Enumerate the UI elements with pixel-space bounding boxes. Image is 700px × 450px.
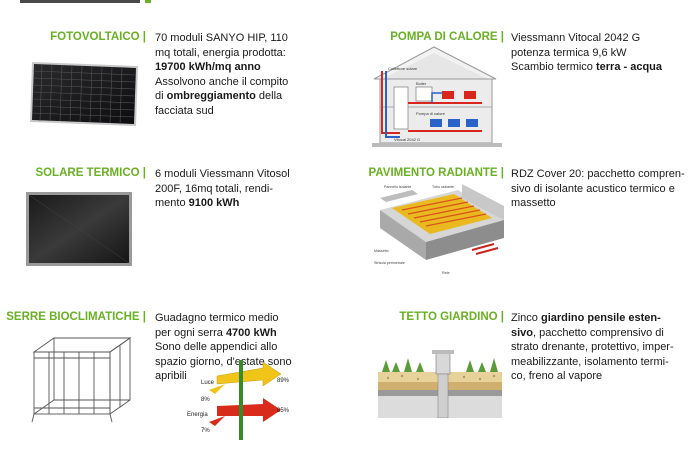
desc-text: Assolvono anche il compito — [155, 75, 289, 88]
desc-bold-text: 4700 kWh — [225, 326, 277, 339]
desc-line: Zinco giardino pensile esten- — [511, 311, 674, 326]
desc-text: Guadagno termico medio — [155, 312, 279, 324]
energia-in-value: 85% — [277, 408, 290, 414]
luce-in-value: 89% — [277, 378, 290, 384]
desc-text: co, freno al vapore — [511, 370, 603, 382]
desc-line: potenza termica 9,6 kW — [511, 46, 662, 61]
desc-line: sivo di isolante acustico termico e — [511, 182, 685, 197]
luce-reflect-arrow — [209, 384, 225, 394]
desc-line: facciata sud — [155, 104, 288, 119]
desc-line: 70 moduli SANYO HIP, 110 — [155, 31, 288, 46]
heat-pump-label-b: Boiler — [416, 81, 427, 86]
heat-pump-label-a: Collettore solare — [388, 66, 418, 71]
desc-text: Zinco — [511, 312, 541, 324]
energia-label: Energia — [187, 412, 208, 418]
floor-label-3: Massetto — [374, 249, 389, 253]
desc-text: 70 moduli SANYO HIP, 110 — [155, 32, 288, 44]
luce-out-value: 8% — [201, 397, 210, 403]
heat-pump-label-c: Pompa di calore — [416, 111, 446, 116]
desc-text: mq totali, energia prodotta: — [155, 46, 286, 59]
pv-panel-image — [30, 62, 138, 126]
desc-text: Scambio termico — [511, 61, 596, 73]
desc-text: potenza termica 9,6 kW — [511, 46, 627, 59]
desc-line: 19700 kWh/mq anno — [155, 60, 288, 75]
desc-line: strato drenante, protettivo, imper- — [511, 340, 674, 355]
energia-out-value: 7% — [201, 428, 210, 434]
desc-text: 200F, 16mq totali, rendi- — [155, 182, 274, 195]
energy-gain-diagram: Luce Energia 89% 8% 85% 7% — [187, 360, 290, 440]
desc-serre-bioclimatiche: Guadagno termico medio per ogni serra 470… — [155, 311, 292, 384]
desc-line: di ombreggiamento della — [155, 89, 288, 104]
desc-tetto-giardino: Zinco giardino pensile esten-sivo, pacch… — [511, 311, 674, 384]
desc-line: apribili — [155, 369, 292, 384]
desc-pavimento-radiante: RDZ Cover 20: pacchetto compren-sivo di … — [511, 167, 685, 211]
title-tetto-giardino: TETTO GIARDINO | — [399, 311, 504, 323]
desc-text: Viessmann Vitocal 2042 G — [511, 32, 641, 44]
wall-bar — [239, 360, 243, 440]
desc-pompa-di-calore: Viessmann Vitocal 2042 G potenza termica … — [511, 31, 662, 75]
greenhouse-image — [31, 337, 132, 423]
heat-pump-diagram: Collettore solare Boiler Pompa di calore… — [372, 46, 502, 147]
title-pavimento-radiante: PAVIMENTO RADIANTE | — [368, 167, 504, 179]
desc-line: Guadagno termico medio — [155, 311, 292, 326]
desc-line: spazio giorno, d'estate sono — [155, 355, 292, 370]
desc-text: della — [255, 90, 283, 102]
title-pompa-di-calore: POMPA DI CALORE | — [390, 31, 504, 43]
floor-label-4: Striscia perimetrale — [374, 261, 405, 265]
luce-arrow — [216, 361, 282, 387]
solar-thermal-image — [26, 192, 132, 266]
desc-bold-text: giardino pensile esten- — [540, 312, 661, 324]
title-serre-bioclimatiche: SERRE BIOCLIMATICHE | — [6, 311, 146, 323]
desc-line: Viessmann Vitocal 2042 G — [511, 31, 662, 46]
desc-text: , pacchetto comprensivo di — [533, 326, 664, 339]
desc-solare-termico: 6 moduli Viessmann Vitosol 200F, 16mq tot… — [155, 167, 290, 211]
desc-bold-text: ombreggiamento — [166, 90, 256, 102]
desc-text: RDZ Cover 20: pacchetto compren- — [511, 168, 685, 180]
desc-text: meabilizzante, isolamento termi- — [511, 355, 669, 368]
desc-text: per ogni serra — [155, 326, 226, 339]
floor-label-1: Pannello isolante — [384, 185, 411, 189]
title-fotovoltaico: FOTOVOLTAICO | — [50, 31, 146, 43]
energia-arrow — [217, 398, 281, 422]
desc-text: spazio giorno, d'estate sono — [155, 355, 292, 368]
desc-text: apribili — [155, 370, 187, 382]
desc-fotovoltaico: 70 moduli SANYO HIP, 110 mq totali, energ… — [155, 31, 288, 118]
desc-line: massetto — [511, 196, 685, 211]
desc-line: 200F, 16mq totali, rendi- — [155, 182, 290, 197]
floor-label-2: Tubo radiante — [432, 185, 454, 189]
desc-line: co, freno al vapore — [511, 369, 674, 384]
title-solare-termico: SOLARE TERMICO | — [35, 167, 146, 179]
desc-text: sivo di isolante acustico termico e — [511, 182, 675, 195]
floor-label-5: Rete — [442, 271, 450, 275]
desc-line: 6 moduli Viessmann Vitosol — [155, 167, 290, 182]
desc-text: di — [155, 90, 167, 102]
top-bar-accent — [145, 0, 151, 3]
desc-line: mq totali, energia prodotta: — [155, 46, 288, 61]
desc-line: Assolvono anche il compito — [155, 75, 288, 90]
desc-text: massetto — [511, 197, 556, 209]
desc-line: sivo, pacchetto comprensivo di — [511, 326, 674, 341]
desc-text: strato drenante, protettivo, imper- — [511, 341, 674, 353]
desc-bold-text: sivo — [511, 326, 534, 339]
desc-text: mento — [155, 197, 189, 209]
desc-line: meabilizzante, isolamento termi- — [511, 355, 674, 370]
heat-pump-label-d: Vitocal 2042 G — [394, 137, 420, 142]
top-bar — [20, 0, 140, 3]
desc-bold-text: 19700 kWh/mq anno — [155, 61, 261, 73]
desc-text: 6 moduli Viessmann Vitosol — [155, 168, 290, 180]
desc-bold-text: 9100 kWh — [188, 197, 240, 209]
energia-reflect-arrow — [209, 416, 225, 426]
desc-line: Sono delle appendici allo — [155, 340, 292, 355]
desc-bold-text: terra - acqua — [595, 61, 663, 73]
green-roof-image — [378, 350, 502, 418]
desc-line: mento 9100 kWh — [155, 196, 290, 211]
radiant-floor-image: Pannello isolante Tubo radiante Massetto… — [374, 184, 504, 275]
desc-line: Scambio termico terra - acqua — [511, 60, 662, 75]
desc-text: Sono delle appendici allo — [155, 341, 278, 353]
luce-label: Luce — [201, 380, 215, 386]
desc-line: RDZ Cover 20: pacchetto compren- — [511, 167, 685, 182]
desc-text: facciata sud — [155, 104, 214, 117]
desc-line: per ogni serra 4700 kWh — [155, 326, 292, 341]
